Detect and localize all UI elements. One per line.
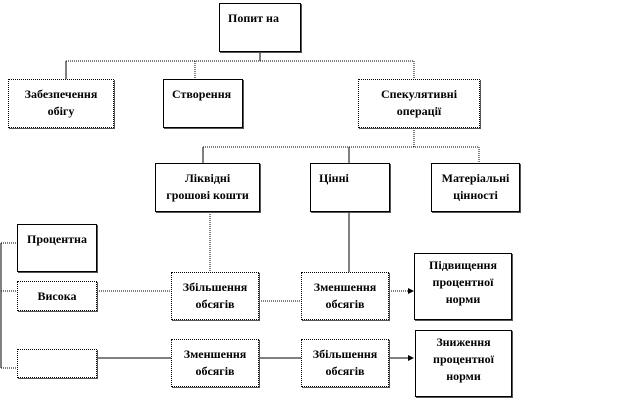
- box-rate-increase: Підвищення процентної норми: [414, 253, 512, 320]
- box-material: Матеріальні цінності: [431, 163, 520, 212]
- box-liquid-cash: Ліквідні грошові кошти: [155, 163, 260, 212]
- box-rate-decrease: Зниження процентної норми: [415, 330, 512, 397]
- box-row2-decrease: Зменшення обсягів: [171, 339, 259, 387]
- box-row1-decrease: Зменшення обсягів: [301, 272, 389, 320]
- box-row1-increase: Збільшення обсягів: [171, 272, 259, 320]
- box-interest: Процентна: [17, 224, 97, 272]
- box-row2-increase: Збільшення обсягів: [301, 339, 389, 387]
- box-creation: Створення: [163, 79, 243, 128]
- box-circulation: Забезпечення обігу: [8, 79, 114, 128]
- box-speculative: Спекулятивні операції: [358, 79, 480, 128]
- root-box: Попит на: [219, 3, 301, 52]
- box-securities: Цінні: [310, 163, 390, 212]
- box-empty: [17, 349, 97, 378]
- box-high: Висока: [17, 281, 97, 311]
